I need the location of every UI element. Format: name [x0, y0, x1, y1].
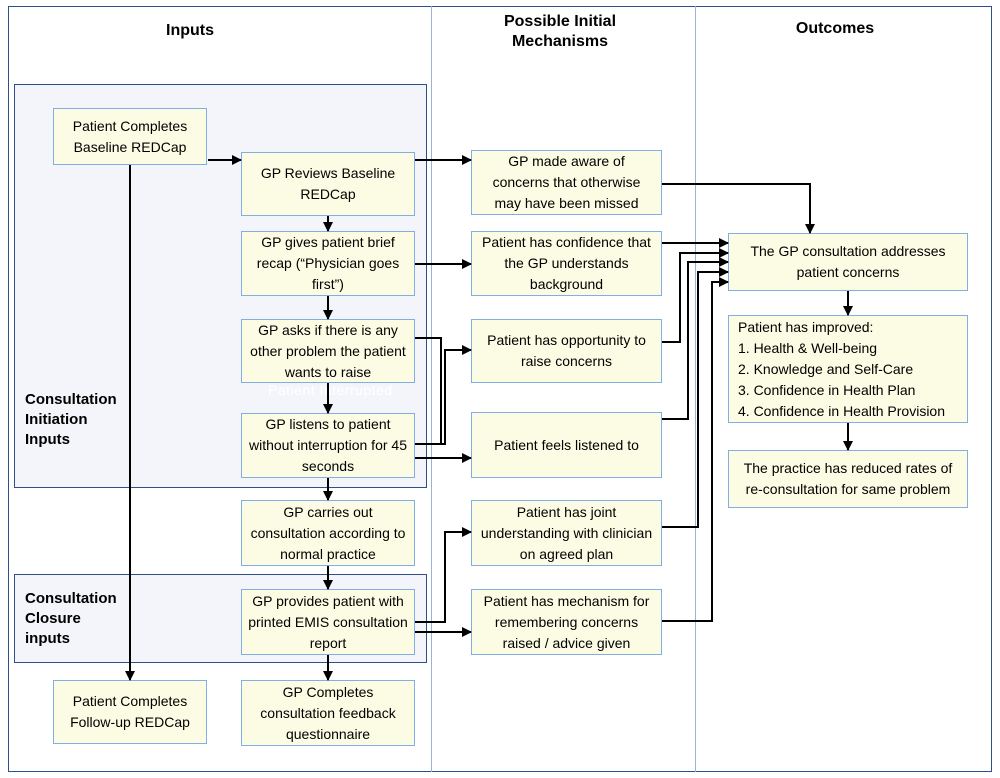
arrow-provides-to-joint [415, 527, 472, 623]
arrow-aware-to-addresses [662, 183, 815, 234]
ghost-text: Patient Interrupted [268, 382, 393, 398]
outcome-addresses-box: The GP consultation addresses patient co… [728, 233, 968, 291]
baseline-redcap-box: Patient Completes Baseline REDCap [53, 108, 207, 165]
mechanism-confidence-box: Patient has confidence that the GP under… [471, 231, 662, 296]
arrow-listens-to-opportunity [415, 345, 472, 445]
column-divider-2 [695, 6, 696, 772]
feedback-questionnaire-box: GP Completes consultation feedback quest… [241, 680, 415, 746]
gp-carries-out-box: GP carries out consultation according to… [241, 500, 415, 566]
mechanism-joint-box: Patient has joint understanding with cli… [471, 500, 662, 566]
column-header-outcomes: Outcomes [795, 20, 875, 37]
mechanism-remember-box: Patient has mechanism for remembering co… [471, 589, 662, 655]
closure-group-label: Consultation Closure inputs [25, 590, 117, 647]
arrow-asks-to-opportunity [415, 337, 442, 445]
arrow-joint-to-addresses [662, 267, 729, 528]
outcome-reduced-box: The practice has reduced rates of re-con… [728, 450, 968, 508]
column-header-inputs: Inputs [166, 22, 214, 39]
gp-recap-box: GP gives patient brief recap (“Physician… [241, 231, 415, 296]
outcome-improved-box: Patient has improved: 1. Health & Well-b… [728, 315, 968, 423]
diagram-frame [8, 6, 992, 772]
column-divider-1 [431, 6, 432, 772]
gp-asks-box: GP asks if there is any other problem th… [241, 319, 415, 383]
column-header-mechanisms: Possible Initial Mechanisms [503, 13, 617, 50]
mechanism-listened-box: Patient feels listened to [471, 412, 662, 478]
arrow-opportunity-to-addresses [662, 248, 729, 343]
mechanism-opportunity-box: Patient has opportunity to raise concern… [471, 319, 662, 383]
gp-reviews-box: GP Reviews Baseline REDCap [241, 152, 415, 216]
initiation-group-label: Consultation Initiation Inputs [25, 391, 117, 448]
gp-provides-report-box: GP provides patient with printed EMIS co… [241, 589, 415, 655]
followup-redcap-box: Patient Completes Follow-up REDCap [53, 680, 207, 744]
gp-listens-box: GP listens to patient without interrupti… [241, 413, 415, 478]
mechanism-aware-box: GP made aware of concerns that otherwise… [471, 150, 662, 215]
arrow-listened-to-addresses [662, 257, 729, 420]
arrow-remember-to-addresses [662, 277, 729, 622]
